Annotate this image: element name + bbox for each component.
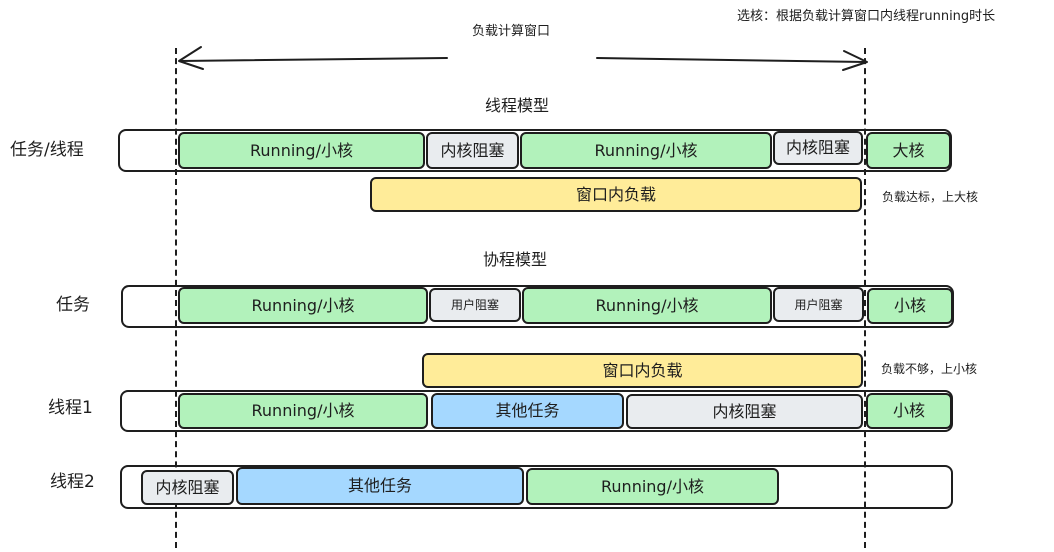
segment-other-task: 其他任务 <box>431 393 624 429</box>
window-load-bar: 窗口内负载 <box>422 353 863 388</box>
left-arrow-icon <box>178 46 448 70</box>
segment-kernel-blocked: 内核阻塞 <box>141 470 234 505</box>
window-start-boundary <box>175 48 177 548</box>
coroutine-model-note: 负载不够，上小核 <box>881 362 978 376</box>
segment-running: Running/小核 <box>178 393 428 429</box>
window-label: 负载计算窗口 <box>472 24 551 39</box>
segment-user-blocked: 用户阻塞 <box>429 288 521 322</box>
thread-model-row-label: 任务/线程 <box>10 140 84 160</box>
segment-other-task: 其他任务 <box>236 467 524 505</box>
segment-small-core: 小核 <box>866 393 952 429</box>
segment-user-blocked: 用户阻塞 <box>773 287 864 322</box>
segment-big-core: 大核 <box>866 132 951 169</box>
selection-note: 选核：根据负载计算窗口内线程running时长 <box>737 9 996 24</box>
thread2-label: 线程2 <box>50 472 95 492</box>
segment-running: Running/小核 <box>526 468 779 505</box>
segment-running: Running/小核 <box>520 132 772 169</box>
task-track <box>121 285 954 328</box>
thread-model-note: 负载达标，上大核 <box>882 190 979 204</box>
segment-running: Running/小核 <box>522 287 772 324</box>
window-load-bar: 窗口内负载 <box>370 177 862 212</box>
thread-model-title: 线程模型 <box>485 96 550 115</box>
segment-kernel-blocked: 内核阻塞 <box>773 131 863 165</box>
coroutine-model-title: 协程模型 <box>483 250 548 269</box>
segment-kernel-blocked: 内核阻塞 <box>426 132 519 169</box>
segment-running: Running/小核 <box>178 287 428 324</box>
window-end-boundary <box>864 48 866 548</box>
thread2-track <box>120 465 953 509</box>
thread1-track <box>120 390 953 432</box>
segment-small-core: 小核 <box>867 288 953 324</box>
task-row-label: 任务 <box>56 295 90 315</box>
segment-running: Running/小核 <box>178 132 425 169</box>
segment-kernel-blocked: 内核阻塞 <box>626 394 863 429</box>
thread-model-track <box>118 129 952 172</box>
right-arrow-icon <box>596 50 868 71</box>
thread1-label: 线程1 <box>48 398 93 418</box>
